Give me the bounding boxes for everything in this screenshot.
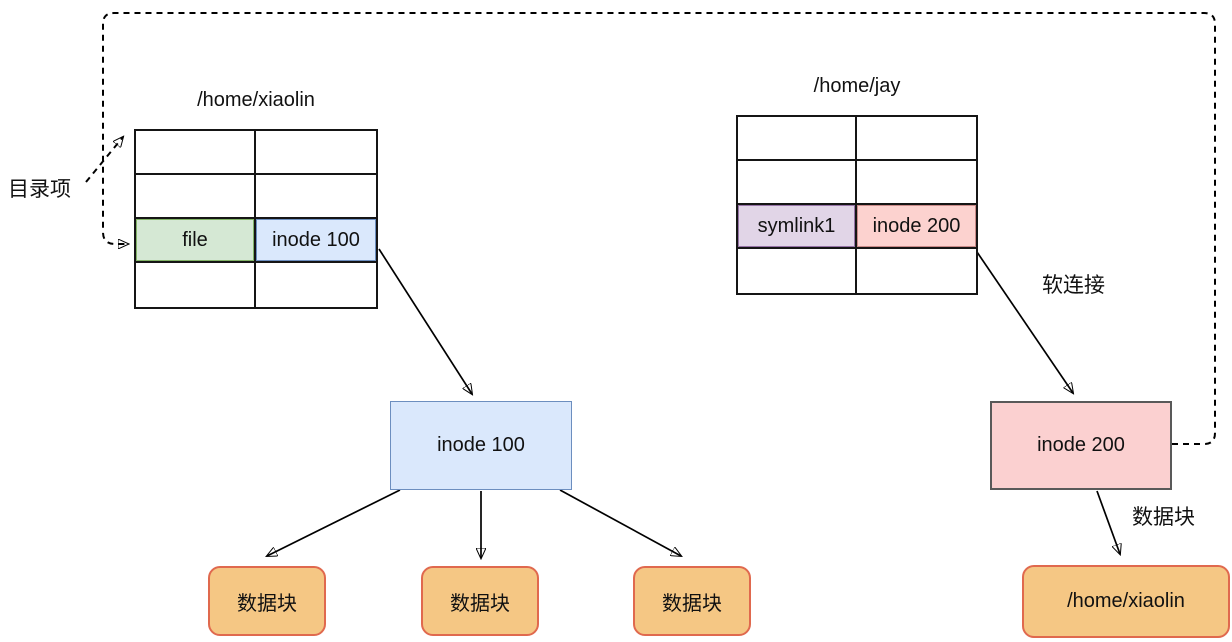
table-cell (256, 131, 376, 175)
datablock1-node: 数据块 (208, 566, 326, 636)
table-cell (256, 263, 376, 307)
table-cell (136, 131, 256, 175)
file-name-cell: file (136, 219, 256, 263)
datablock2-node: 数据块 (421, 566, 539, 636)
arrow-inode200-to-target (1096, 490, 1120, 554)
table-cell (256, 175, 376, 219)
table-cell (136, 175, 256, 219)
file-inode-cell: inode 100 (256, 219, 376, 263)
symlink-name-cell: symlink1 (738, 205, 857, 249)
table-cell (857, 249, 976, 293)
arrow-inode100-to-datablock1 (267, 489, 401, 556)
inode100-node: inode 100 (390, 401, 572, 490)
datablock3-node: 数据块 (633, 566, 751, 636)
table-cell (738, 117, 857, 161)
arrow-inode100-to-datablock3 (559, 489, 681, 556)
table-cell (136, 263, 256, 307)
left-directory-table: file inode 100 (134, 129, 378, 309)
table-cell (738, 249, 857, 293)
arrow-file-row-to-inode100 (378, 248, 472, 394)
symlink-inode-cell: inode 200 (857, 205, 976, 249)
table-cell (738, 161, 857, 205)
symlink-target-node: /home/xiaolin (1022, 565, 1230, 638)
table-cell (857, 117, 976, 161)
data-block-label: 数据块 (1132, 506, 1195, 529)
inode200-node: inode 200 (990, 401, 1172, 490)
dir-entry-label: 目录项 (8, 178, 71, 201)
right-directory-table: symlink1 inode 200 (736, 115, 978, 295)
right-table-title: /home/jay (813, 75, 901, 97)
soft-link-label: 软连接 (1042, 274, 1105, 297)
table-cell (857, 161, 976, 205)
dir-entry-dashed-arrow (85, 137, 123, 183)
left-table-title: /home/xiaolin (197, 89, 315, 111)
